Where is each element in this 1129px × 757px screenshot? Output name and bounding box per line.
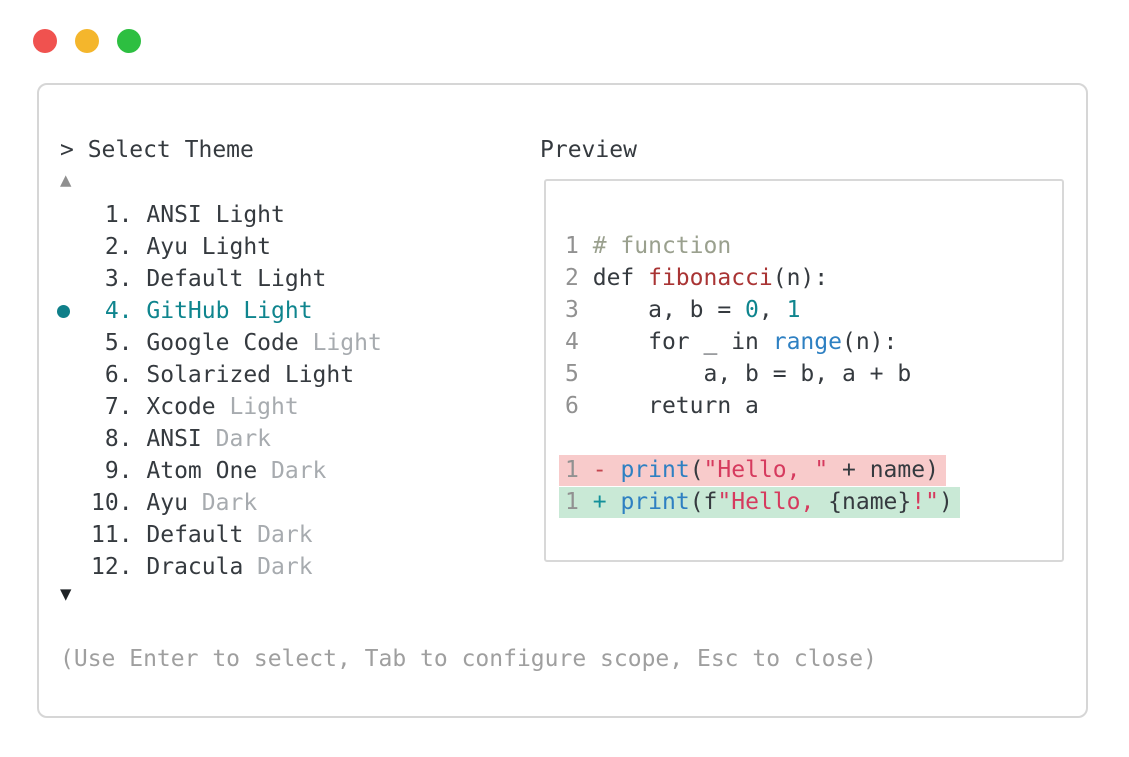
theme-number: 4. — [104, 298, 133, 324]
theme-name: Ayu Light — [146, 234, 272, 260]
theme-name-variant: Dark — [201, 426, 272, 452]
minimize-button[interactable] — [75, 29, 99, 53]
theme-name-variant: Dark — [243, 522, 313, 548]
diff-line-added: 1 + print(f"Hello, {name}!") — [559, 486, 1062, 518]
code-line: 5 a, b = b, a + b — [565, 361, 912, 387]
theme-list-item[interactable]: 8. ANSI Dark — [39, 423, 539, 455]
theme-name: Xcode — [146, 394, 216, 420]
theme-list-item[interactable]: 1. ANSI Light — [39, 199, 539, 231]
theme-number: 1. — [104, 202, 133, 228]
theme-number: 2. — [104, 234, 133, 260]
scroll-down-icon[interactable]: ▼ — [60, 583, 72, 605]
theme-name: Atom One — [146, 458, 258, 484]
maximize-button[interactable] — [117, 29, 141, 53]
close-button[interactable] — [33, 29, 57, 53]
theme-name-variant: Dark — [257, 458, 327, 484]
theme-name-variant: Dark — [243, 554, 313, 580]
theme-number: 11. — [91, 522, 133, 548]
preview-label: Preview — [540, 137, 637, 163]
theme-list-item[interactable]: 12. Dracula Dark — [39, 551, 539, 583]
theme-name: Ayu — [146, 490, 188, 516]
theme-list-item[interactable]: 7. Xcode Light — [39, 391, 539, 423]
code-line: 4 for _ in range(n): — [565, 329, 898, 355]
theme-name: ANSI — [146, 426, 202, 452]
theme-name: GitHub Light — [146, 298, 313, 324]
theme-name: ANSI Light — [146, 202, 285, 228]
code-line: 1 # function — [565, 233, 732, 259]
theme-list-item[interactable]: 4. GitHub Light — [39, 295, 539, 327]
theme-name-variant: Light — [298, 330, 382, 356]
theme-list-item[interactable]: 5. Google Code Light — [39, 327, 539, 359]
code-line: 6 return a — [565, 393, 759, 419]
theme-name: Dracula — [146, 554, 244, 580]
theme-number: 9. — [104, 458, 133, 484]
theme-name: Default — [146, 522, 244, 548]
theme-number: 8. — [104, 426, 133, 452]
theme-list-item[interactable]: 10. Ayu Dark — [39, 487, 539, 519]
window-controls — [33, 29, 141, 53]
diff-line-removed: 1 - print("Hello, " + name) — [559, 454, 1062, 486]
theme-number: 7. — [104, 394, 133, 420]
theme-number: 5. — [104, 330, 133, 356]
keyboard-hint: (Use Enter to select, Tab to configure s… — [60, 646, 877, 672]
theme-list-item[interactable]: 6. Solarized Light — [39, 359, 539, 391]
theme-name: Google Code — [146, 330, 299, 356]
theme-name-variant: Light — [215, 394, 299, 420]
theme-number: 10. — [91, 490, 133, 516]
theme-name: Solarized Light — [146, 362, 355, 388]
theme-number: 6. — [104, 362, 133, 388]
selected-bullet-icon — [57, 305, 70, 318]
theme-list-item[interactable]: 11. Default Dark — [39, 519, 539, 551]
theme-number: 12. — [91, 554, 133, 580]
theme-number: 3. — [104, 266, 133, 292]
panel-title: > Select Theme — [60, 137, 254, 163]
code-line: 3 a, b = 0, 1 — [565, 297, 801, 323]
diff-section: 1 - print("Hello, " + name)1 + print(f"H… — [559, 454, 1062, 518]
preview-box: 1 # function 2 def fibonacci(n): 3 a, b = … — [544, 179, 1064, 562]
theme-list-item[interactable]: 2. Ayu Light — [39, 231, 539, 263]
code-line: 2 def fibonacci(n): — [565, 265, 829, 291]
theme-list-item[interactable]: 9. Atom One Dark — [39, 455, 539, 487]
code-area: 1 # function 2 def fibonacci(n): 3 a, b = … — [565, 230, 1062, 422]
scroll-up-icon[interactable]: ▲ — [60, 169, 72, 191]
theme-list-item[interactable]: 3. Default Light — [39, 263, 539, 295]
theme-name-variant: Dark — [187, 490, 258, 516]
theme-name: Default Light — [146, 266, 327, 292]
